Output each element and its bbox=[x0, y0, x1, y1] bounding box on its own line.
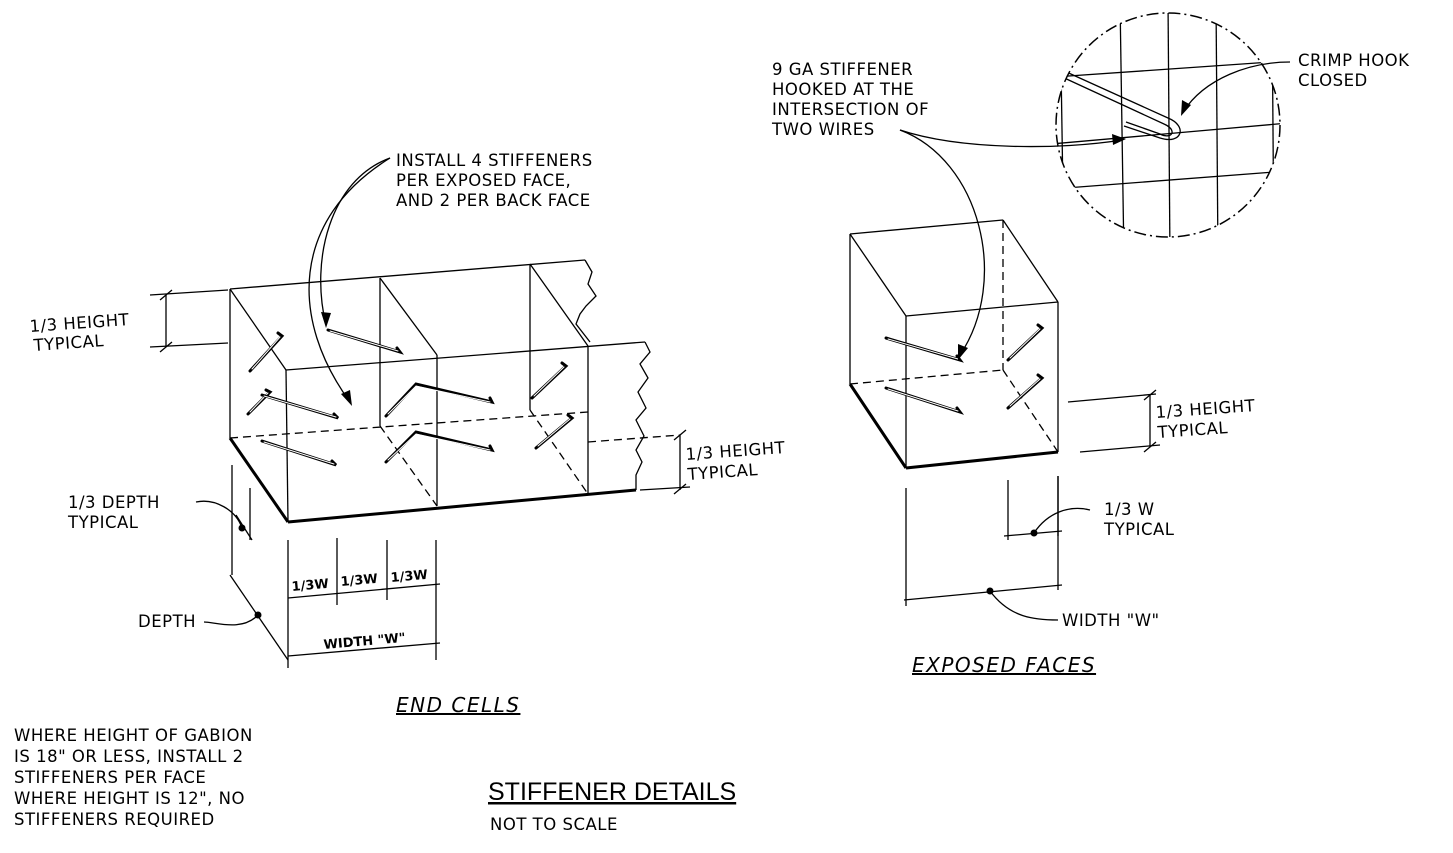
end-cells-labels: INSTALL 4 STIFFENERS PER EXPOSED FACE, A… bbox=[29, 151, 786, 717]
exposed-faces-caption: EXPOSED FACES bbox=[912, 653, 1096, 677]
exposed-height-line-1: 1/3 HEIGHT bbox=[1155, 396, 1256, 422]
general-note-line-2: IS 18" OR LESS, INSTALL 2 bbox=[14, 747, 244, 766]
end-cells-caption: END CELLS bbox=[396, 693, 520, 717]
exposed-third-w-line-2: TYPICAL bbox=[1103, 520, 1175, 539]
title-block: STIFFENER DETAILS NOT TO SCALE bbox=[488, 778, 736, 834]
general-note-line-4: WHERE HEIGHT IS 12", NO bbox=[14, 789, 245, 808]
exposed-face-stiffeners bbox=[884, 323, 1045, 415]
height-right-line-1: 1/3 HEIGHT bbox=[685, 438, 786, 464]
general-note: WHERE HEIGHT OF GABION IS 18" OR LESS, I… bbox=[14, 726, 253, 829]
crimp-note-line-2: CLOSED bbox=[1298, 71, 1368, 90]
third-w-label-1: 1/3W bbox=[291, 577, 329, 595]
crimp-note-line-1: CRIMP HOOK bbox=[1298, 51, 1410, 70]
general-note-line-1: WHERE HEIGHT OF GABION bbox=[14, 726, 253, 745]
stiffener-note-line-3: INTERSECTION OF bbox=[772, 100, 929, 119]
depth-label: DEPTH bbox=[138, 612, 196, 631]
exposed-faces-view bbox=[848, 129, 1161, 621]
depth-third-line-2: TYPICAL bbox=[67, 513, 139, 532]
depth-third-line-1: 1/3 DEPTH bbox=[68, 493, 160, 512]
install-note-line-1: INSTALL 4 STIFFENERS bbox=[396, 151, 593, 170]
install-note-line-2: PER EXPOSED FACE, bbox=[396, 171, 571, 190]
crimp-hook-detail bbox=[1055, 12, 1291, 238]
general-note-line-3: STIFFENERS PER FACE bbox=[14, 768, 206, 787]
exposed-faces-labels: 9 GA STIFFENER HOOKED AT THE INTERSECTIO… bbox=[771, 51, 1410, 677]
third-w-label-2: 1/3W bbox=[340, 572, 378, 590]
drawing-title: STIFFENER DETAILS bbox=[488, 778, 736, 806]
height-left-line-2: TYPICAL bbox=[32, 331, 105, 355]
stiffener-note-line-4: TWO WIRES bbox=[771, 120, 875, 139]
height-right-line-2: TYPICAL bbox=[686, 460, 759, 484]
exposed-third-w-line-1: 1/3 W bbox=[1104, 500, 1155, 519]
end-cells-view bbox=[149, 157, 691, 668]
exposed-width-label: WIDTH "W" bbox=[1062, 611, 1160, 630]
end-cell-stiffeners bbox=[246, 328, 575, 467]
scale-note: NOT TO SCALE bbox=[490, 815, 618, 834]
third-w-label-3: 1/3W bbox=[390, 568, 428, 586]
end-cells-width-label: WIDTH "W" bbox=[323, 631, 406, 653]
exposed-height-line-2: TYPICAL bbox=[1156, 418, 1229, 442]
stiffener-note-line-1: 9 GA STIFFENER bbox=[772, 60, 913, 79]
install-note-line-3: AND 2 PER BACK FACE bbox=[396, 191, 591, 210]
general-note-line-5: STIFFENERS REQUIRED bbox=[14, 810, 215, 829]
stiffener-note-line-2: HOOKED AT THE bbox=[772, 80, 914, 99]
